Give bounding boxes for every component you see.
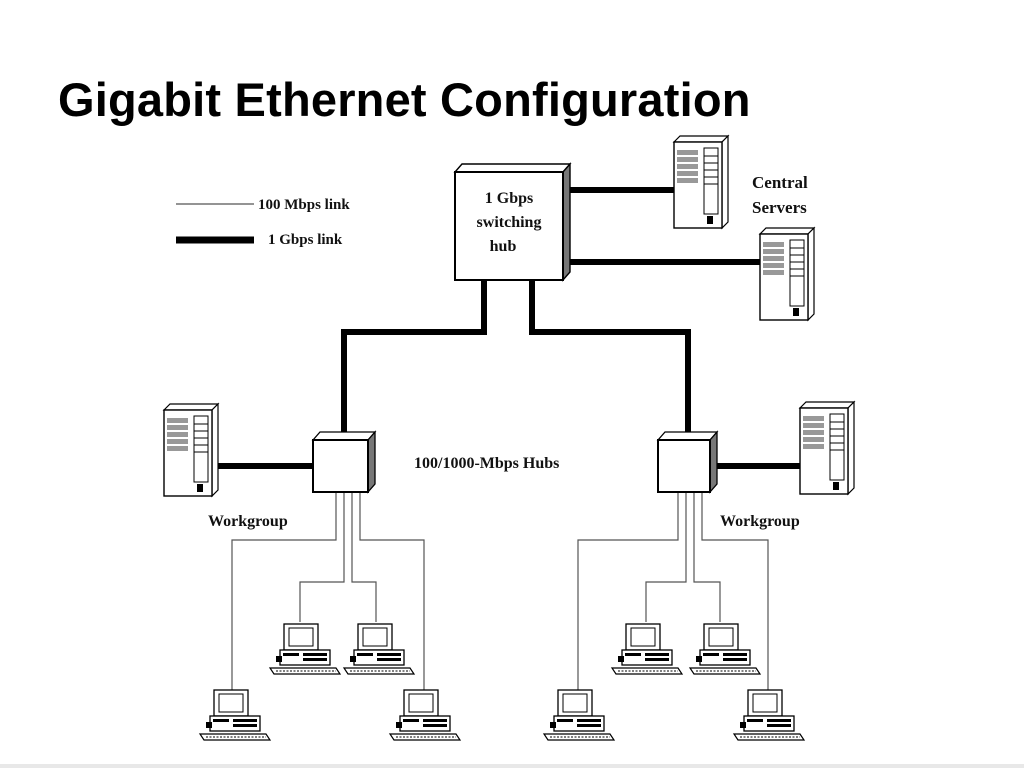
central-server-1 [673,135,729,229]
left-workgroup-pcs [199,623,461,741]
left-hub [311,430,377,494]
server-tower-icon [673,135,729,229]
workstation [343,623,415,675]
workstation [269,623,341,675]
workstation [689,623,761,675]
legend-item-1gbps: 1 Gbps link [268,232,343,248]
link-left-pc-inner-left [299,492,345,622]
legend: 100 Mbps link 1 Gbps link [176,197,350,248]
link-switch-right-hub [529,280,691,436]
link-right-pc-inner-right [693,492,721,622]
central-servers-label-line-2: Servers [752,198,807,217]
server-tower-icon [163,403,219,497]
workgroup-label-left: Workgroup [208,513,288,530]
footer-divider [0,764,1024,768]
link-left-pc-inner-right [351,492,377,622]
legend-item-100mbps: 100 Mbps link [258,197,350,213]
switch-label-line-1: 1 Gbps [485,190,533,207]
server-tower-icon [759,227,815,321]
link-switch-left-hub [341,280,487,436]
gigabit-links [218,187,800,469]
hubs-label: 100/1000-Mbps Hubs [414,455,559,472]
switching-hub: 1 Gbps switching hub [453,162,572,282]
link-right-pc-inner-left [645,492,687,622]
hub-box-icon [657,439,711,493]
slide-title: Gigabit Ethernet Configuration [58,73,751,126]
desktop-pc-icon [199,689,271,741]
workstation [733,689,805,741]
link-right-pc-outer-left [577,492,679,690]
desktop-pc-icon [733,689,805,741]
desktop-pc-icon [269,623,341,675]
link-left-pc-outer-left [231,492,337,690]
fast-ethernet-links [231,492,769,690]
link-left-pc-outer-right [359,492,425,690]
left-workgroup-server [163,403,219,497]
workstation [199,689,271,741]
switch-label-line-3: hub [490,238,517,255]
desktop-pc-icon [611,623,683,675]
desktop-pc-icon [343,623,415,675]
switch-label-line-2: switching [477,214,542,231]
desktop-pc-icon [689,623,761,675]
desktop-pc-icon [543,689,615,741]
hub-box-icon [312,439,369,493]
central-servers-label-line-1: Central [752,173,808,192]
central-server-2 [759,227,815,321]
desktop-pc-icon [389,689,461,741]
workstation [389,689,461,741]
server-tower-icon [799,401,855,495]
workstation [611,623,683,675]
right-hub [656,430,719,494]
workstation [543,689,615,741]
right-workgroup-server [799,401,855,495]
link-right-pc-outer-right [701,492,769,690]
right-workgroup-pcs [543,623,805,741]
workgroup-label-right: Workgroup [720,513,800,530]
